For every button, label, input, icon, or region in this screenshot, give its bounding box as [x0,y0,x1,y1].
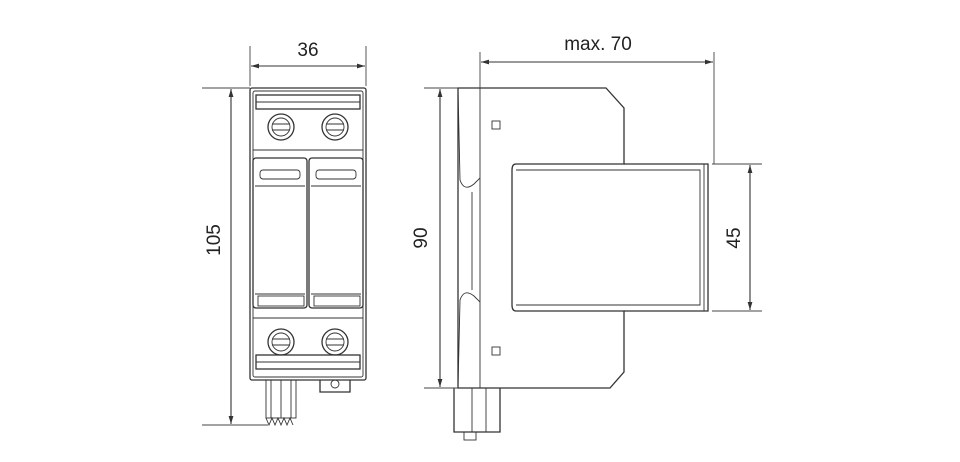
screw-icon [267,113,295,141]
side-height-label: 90 [411,227,432,248]
protrusion-height-dimension: 45 [712,163,762,312]
front-view [249,87,367,427]
front-width-label: 36 [297,40,318,61]
side-depth-dimension: max. 70 [479,34,715,164]
side-view [453,87,709,441]
side-height-dimension: 90 [411,87,458,389]
screw-icon [321,328,349,356]
side-depth-label: max. 70 [564,34,632,55]
protrusion-height-label: 45 [724,227,745,248]
screw-icon [321,113,349,141]
front-height-dimension: 105 [202,87,268,426]
front-height-label: 105 [204,224,225,256]
screw-icon [267,328,295,356]
front-width-dimension: 36 [249,40,367,86]
